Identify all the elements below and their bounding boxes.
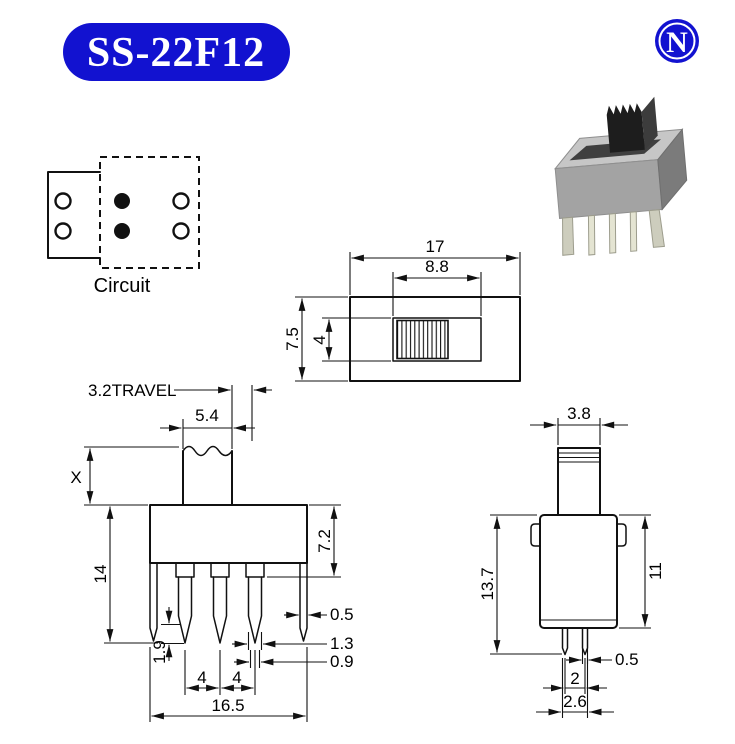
dim-label: 0.9	[330, 652, 354, 671]
dim-knob-depth: 3.8	[530, 404, 628, 445]
dim-label: 1.9	[150, 640, 169, 664]
dim-label: 0.5	[330, 605, 354, 624]
photo-leg	[648, 209, 665, 248]
dim-pin-width: 1.3	[232, 632, 354, 653]
terminal-circle	[172, 222, 190, 240]
circuit-label: Circuit	[94, 275, 151, 297]
dim-height-total: 14	[91, 506, 158, 644]
side-terminal-pin	[581, 627, 589, 656]
dim-pin-span: 2.6	[536, 658, 614, 718]
front-terminal-pin	[247, 576, 263, 644]
dim-label: 2	[570, 669, 579, 688]
side-body	[539, 514, 618, 629]
side-knob-ribs	[558, 452, 600, 463]
dim-pin-pitch: 2	[543, 658, 607, 694]
side-mount-tab	[616, 523, 627, 547]
dim-label: 2.6	[563, 692, 587, 711]
dim-label: X	[70, 468, 81, 487]
photo-pin	[587, 214, 596, 256]
logo-circle	[655, 19, 699, 63]
brand-logo: N	[655, 19, 699, 63]
photo-knob-side	[641, 96, 658, 150]
dim-knob-height-x: X	[70, 446, 179, 506]
dim-label: 4	[232, 668, 241, 687]
dim-pin-pitch-a: 4	[184, 650, 221, 695]
dim-pin-pitch-b: 4	[221, 650, 256, 695]
dim-leg-thickness: 0.5	[284, 605, 354, 624]
dim-overall-depth: 7.5	[283, 296, 348, 382]
dim-body-height: 11	[619, 514, 665, 629]
side-view: 3.8 13.7 11 0.5 2	[478, 404, 665, 718]
dim-slot-width: 8.8	[392, 257, 482, 316]
photo-pin	[629, 211, 638, 252]
front-pin-boss	[175, 562, 195, 578]
top-view-slider-hatched	[396, 319, 449, 360]
front-terminal-pin	[212, 576, 228, 644]
photo-body-side	[657, 128, 688, 211]
terminal-circle	[172, 192, 190, 210]
top-view-body	[349, 296, 521, 382]
photo-knob	[606, 103, 645, 153]
photo-leg	[562, 216, 575, 256]
badge-title: SS-22F12	[87, 30, 265, 76]
dim-label: 4	[197, 668, 206, 687]
logo-ring	[658, 22, 696, 60]
photo-pin	[608, 213, 617, 254]
circuit-diagram: Circuit	[47, 156, 200, 297]
dim-label: 8.8	[425, 257, 449, 276]
photo-body-front	[554, 159, 663, 219]
front-terminal-pin	[177, 576, 193, 644]
badge-background	[63, 23, 290, 81]
front-knob-break-line	[182, 445, 233, 457]
dim-label: 17	[426, 237, 445, 256]
terminal-circle	[54, 222, 72, 240]
dim-label: 7.2	[315, 529, 334, 553]
front-mount-leg	[149, 562, 158, 642]
dim-knob-width: 5.4	[160, 406, 255, 449]
dim-label: 16.5	[211, 696, 244, 715]
top-view: 17 8.8 7.5 4	[283, 237, 521, 382]
dim-slot-depth: 4	[310, 317, 391, 362]
dim-label: 1.3	[330, 634, 354, 653]
slider-dashed-box	[99, 156, 200, 269]
side-mount-tab	[530, 523, 541, 547]
front-body	[149, 504, 308, 564]
dim-label: 5.4	[195, 406, 219, 425]
product-photo	[554, 96, 688, 256]
dim-travel: 3.2TRAVEL	[88, 381, 272, 449]
front-knob-sides	[182, 450, 233, 506]
side-view-outline	[530, 447, 627, 656]
common-contact-dot	[114, 223, 130, 239]
front-view: 3.2TRAVEL 5.4 X 14 7.2 0.5	[70, 381, 354, 722]
dim-label: 3.2TRAVEL	[88, 381, 177, 400]
dim-body-width: 16.5	[149, 647, 308, 722]
side-terminal-pin	[561, 627, 569, 656]
dim-label: 11	[646, 562, 665, 580]
header: SS-22F12 N	[63, 19, 699, 81]
dim-label: 13.7	[478, 567, 497, 600]
dim-label: 3.8	[567, 404, 591, 423]
front-pin-boss	[210, 562, 230, 578]
dim-pin-thickness: 0.5	[566, 648, 639, 669]
dim-pin-tip-length: 1.9	[150, 607, 184, 664]
dim-label: 14	[91, 565, 110, 584]
common-contact-dot	[114, 193, 130, 209]
front-pin-boss	[245, 562, 265, 578]
wiring-bracket	[47, 171, 101, 259]
terminal-circle	[54, 192, 72, 210]
dim-label: 7.5	[283, 327, 302, 351]
front-mount-leg	[299, 562, 308, 642]
dim-label: 0.5	[615, 650, 639, 669]
model-badge: SS-22F12	[63, 23, 290, 81]
top-view-slot	[392, 317, 482, 362]
dim-overall-width: 17	[349, 237, 521, 295]
front-view-outline	[149, 445, 308, 644]
dim-height-total: 13.7	[478, 514, 562, 655]
dim-body-height: 7.2	[267, 504, 341, 578]
top-view-outline	[349, 296, 521, 382]
dim-label: 4	[310, 335, 329, 344]
logo-letter: N	[666, 26, 688, 59]
dim-pin-tip-width: 0.9	[234, 650, 354, 671]
